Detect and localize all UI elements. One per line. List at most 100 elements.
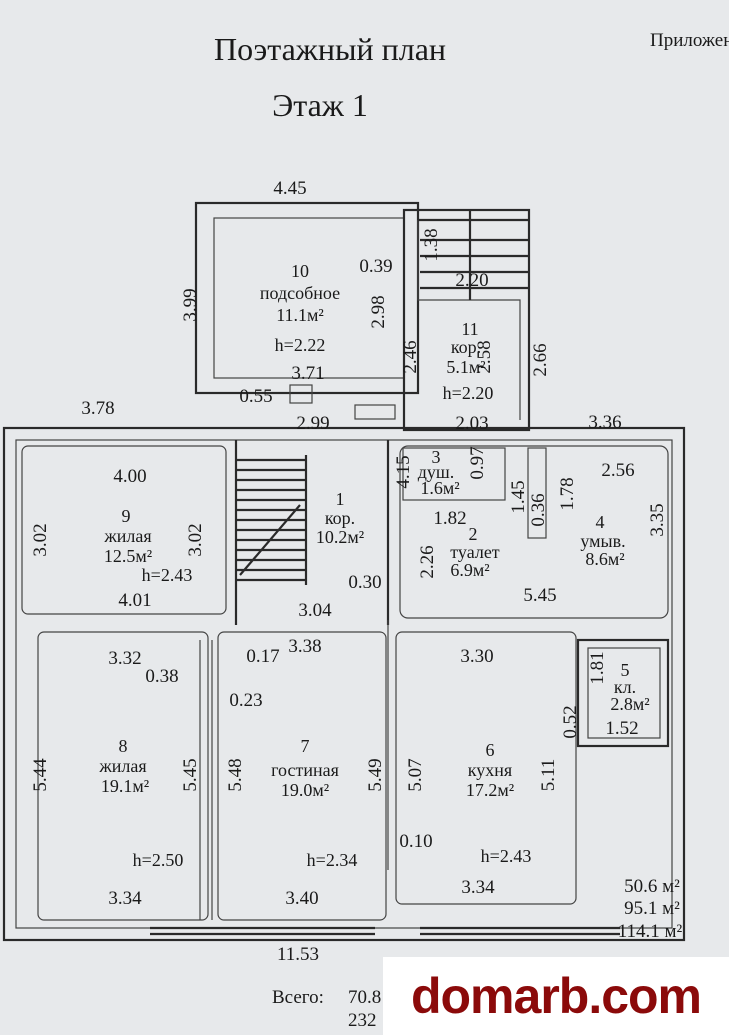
room-number: 4 — [596, 512, 605, 532]
dimension: 3.36 — [588, 412, 621, 433]
plan-title: Поэтажный план — [214, 31, 446, 67]
room-number: 6 — [486, 740, 495, 760]
dimension: 1.78 — [557, 477, 578, 510]
room-area: 11.1м² — [276, 305, 324, 325]
dimension: 11.53 — [277, 944, 319, 965]
dimension: 0.39 — [359, 256, 392, 277]
summary-label: Всего: — [272, 987, 324, 1008]
dimension: 1.38 — [421, 228, 442, 261]
watermark-logo: domarb.com — [383, 957, 729, 1035]
dimension: 3.40 — [285, 888, 318, 909]
header: Поэтажный план Этаж 1 Приложен — [214, 30, 729, 123]
dimension: 4.45 — [273, 178, 306, 199]
room-number: 11 — [461, 319, 478, 339]
dimension: 3.78 — [81, 398, 114, 419]
dimension: 3.35 — [647, 503, 668, 536]
dimension: 4.15 — [393, 455, 414, 488]
dimension: 3.99 — [180, 288, 201, 321]
room-area: 8.6м² — [585, 549, 624, 569]
dimension: 3.71 — [291, 363, 324, 384]
summary-value: 70.8 — [348, 987, 381, 1008]
room-9: 9 жилая 12.5м² h=2.43 — [103, 506, 192, 585]
dimension: 5.48 — [225, 758, 246, 791]
dimension: 0.55 — [239, 386, 272, 407]
dimension: 4.00 — [113, 466, 146, 487]
dimension: 1.81 — [587, 651, 608, 684]
dimension: 2.99 — [296, 413, 329, 434]
room-name: кор. — [325, 508, 355, 528]
room-number: 3 — [432, 447, 441, 467]
room-number: 10 — [291, 261, 309, 281]
dimension: 3.38 — [288, 636, 321, 657]
walls — [2, 201, 686, 942]
room-area: 2.8м² — [610, 694, 649, 714]
dimension: 2.46 — [400, 340, 421, 373]
room-number: 8 — [119, 736, 128, 756]
dimension: 0.10 — [399, 831, 432, 852]
dimension: 0.17 — [246, 646, 279, 667]
total-area-all: 114.1 м² — [618, 921, 683, 942]
room-height: h=2.43 — [481, 846, 532, 866]
room-10: 10 подсобное 11.1м² h=2.22 — [260, 261, 340, 355]
dimension: 0.38 — [145, 666, 178, 687]
room-name: умыв. — [580, 531, 625, 551]
room-name: кор. — [451, 337, 481, 357]
room-area: 12.5м² — [104, 546, 152, 566]
room-name: туалет — [450, 542, 500, 562]
dimension: 5.44 — [30, 758, 51, 792]
room-6: 6 кухня 17.2м² h=2.43 — [466, 740, 531, 866]
room-height: h=2.34 — [307, 850, 358, 870]
dimension: 1.45 — [508, 480, 529, 513]
total-area-living: 50.6 м² — [624, 876, 680, 897]
room-height: h=2.20 — [443, 383, 494, 403]
room-area: 5.1м² — [446, 357, 485, 377]
summary-value: 232 — [348, 1010, 377, 1031]
dimension: 2.56 — [601, 460, 634, 481]
room-area: 1.6м² — [420, 478, 459, 498]
dimension: 2.66 — [530, 343, 551, 376]
room-area: 19.0м² — [281, 780, 329, 800]
room-7: 7 гостиная 19.0м² h=2.34 — [271, 736, 357, 870]
room-number: 9 — [122, 506, 131, 526]
room-area: 10.2м² — [316, 527, 364, 547]
floor-label: Этаж 1 — [272, 87, 368, 123]
dimension: 3.30 — [460, 646, 493, 667]
room-labels: 10 подсобное 11.1м² h=2.22 11 кор. 5.1м²… — [98, 261, 649, 870]
dimension: 3.32 — [108, 648, 141, 669]
dimension: 4.01 — [118, 590, 151, 611]
room-4: 4 умыв. 8.6м² — [580, 512, 625, 569]
room-name: жилая — [103, 526, 151, 546]
vertical-dimensions: 3.99 1.38 2.98 2.46 2.58 2.66 4.15 0.97 … — [30, 228, 668, 791]
total-area-main: 95.1 м² — [624, 898, 680, 919]
dimension: 3.34 — [108, 888, 142, 909]
dimension: 0.36 — [528, 493, 549, 526]
area-totals: 50.6 м² 95.1 м² 114.1 м² — [618, 876, 683, 942]
horizontal-dimensions: 4.45 0.39 2.20 3.71 0.55 3.78 2.99 2.03 … — [81, 178, 638, 965]
room-area: 19.1м² — [101, 776, 149, 796]
dimension: 2.20 — [455, 270, 488, 291]
room-name: подсобное — [260, 283, 340, 303]
dimension: 0.30 — [348, 572, 381, 593]
dimension: 5.11 — [538, 759, 559, 792]
room-5: 5 кл. 2.8м² — [610, 660, 649, 714]
dimension: 3.02 — [185, 523, 206, 556]
room-area: 6.9м² — [450, 560, 489, 580]
room-name: гостиная — [271, 760, 339, 780]
room-8: 8 жилая 19.1м² h=2.50 — [98, 736, 183, 870]
room-1: 1 кор. 10.2м² — [316, 489, 364, 547]
dimension: 0.23 — [229, 690, 262, 711]
room-3: 3 душ. 1.6м² — [418, 447, 460, 498]
dimension: 1.82 — [433, 508, 466, 529]
dimension: 5.07 — [405, 758, 426, 791]
dimension: 3.04 — [298, 600, 332, 621]
dimension: 5.49 — [365, 758, 386, 791]
room-number: 2 — [469, 524, 478, 544]
room-height: h=2.43 — [142, 565, 193, 585]
room-name: душ. — [418, 462, 455, 482]
dimension: 3.02 — [30, 523, 51, 556]
dimension: 0.52 — [560, 705, 581, 738]
room-2: 2 туалет 6.9м² — [450, 524, 500, 580]
room-name: кухня — [468, 760, 512, 780]
